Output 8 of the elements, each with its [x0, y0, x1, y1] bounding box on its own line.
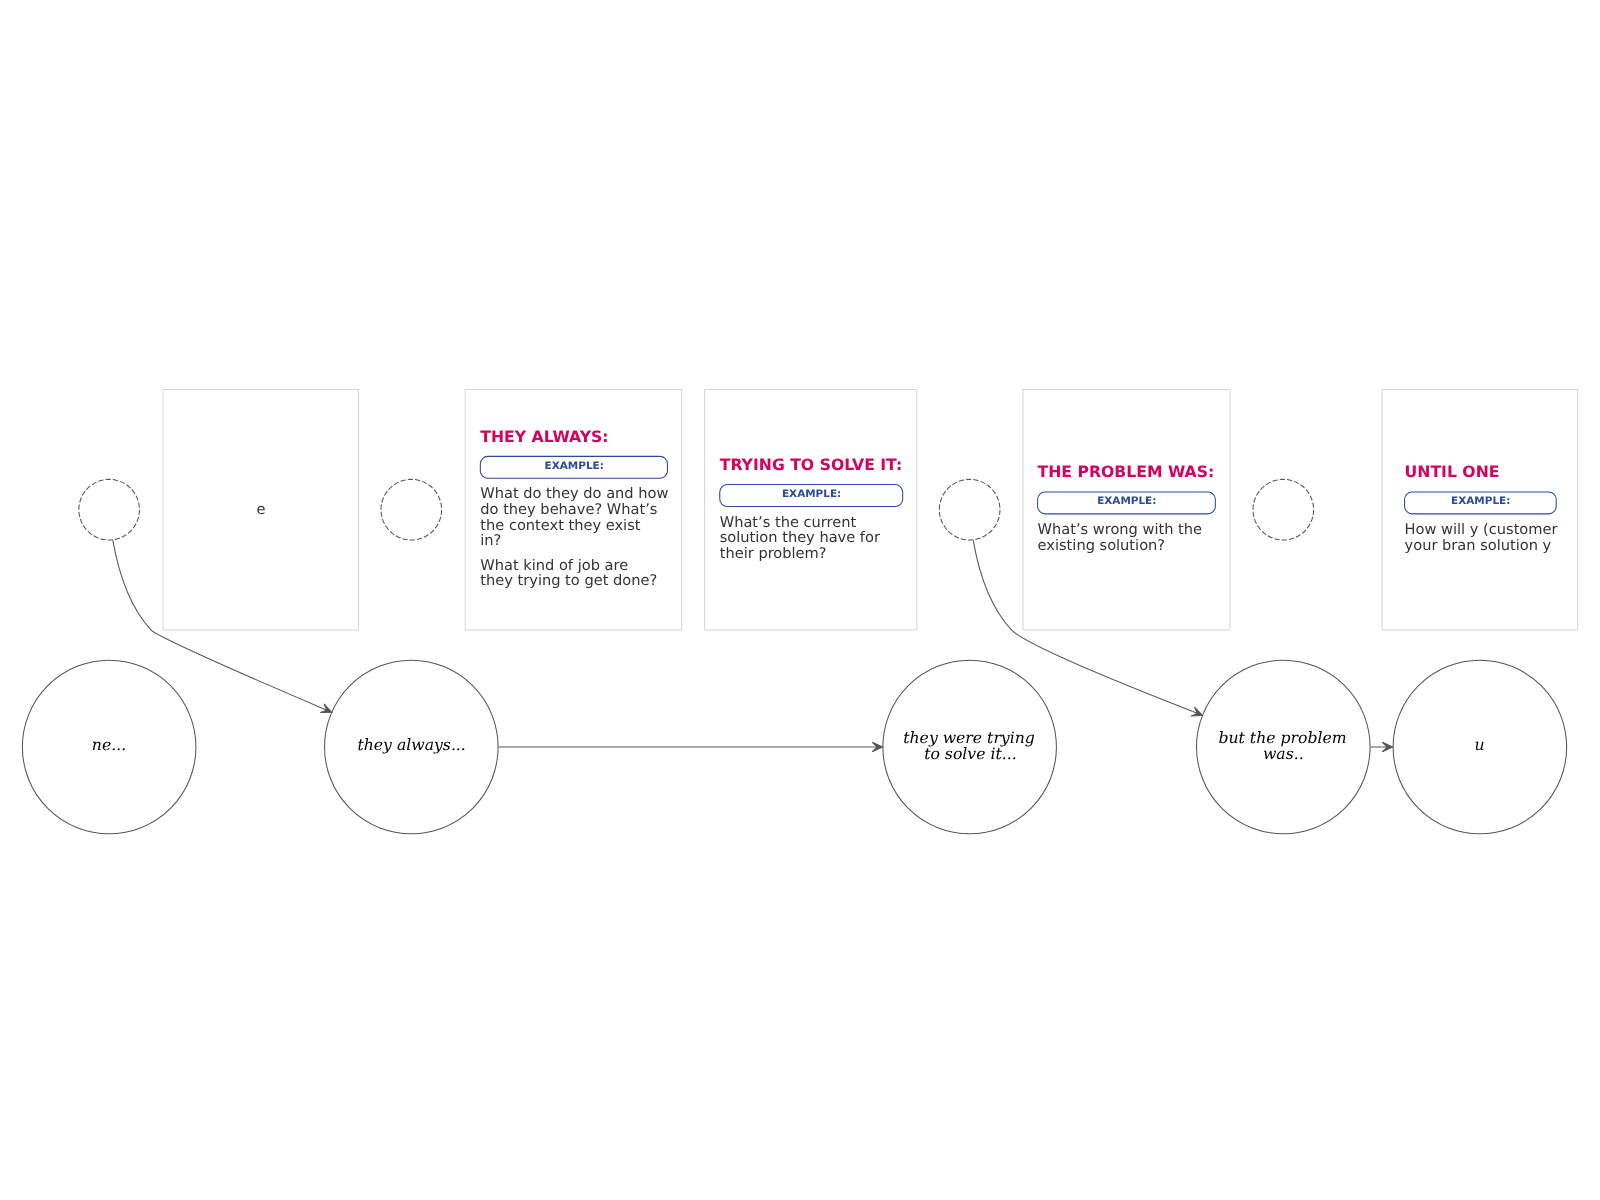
node-circle — [1252, 478, 1315, 541]
arrow — [972, 539, 1204, 717]
node-circle — [380, 478, 443, 541]
arrow — [497, 741, 884, 753]
arrow — [1369, 741, 1394, 753]
arrow — [112, 539, 333, 714]
node-circle — [78, 478, 140, 541]
node-circle — [938, 478, 1001, 541]
